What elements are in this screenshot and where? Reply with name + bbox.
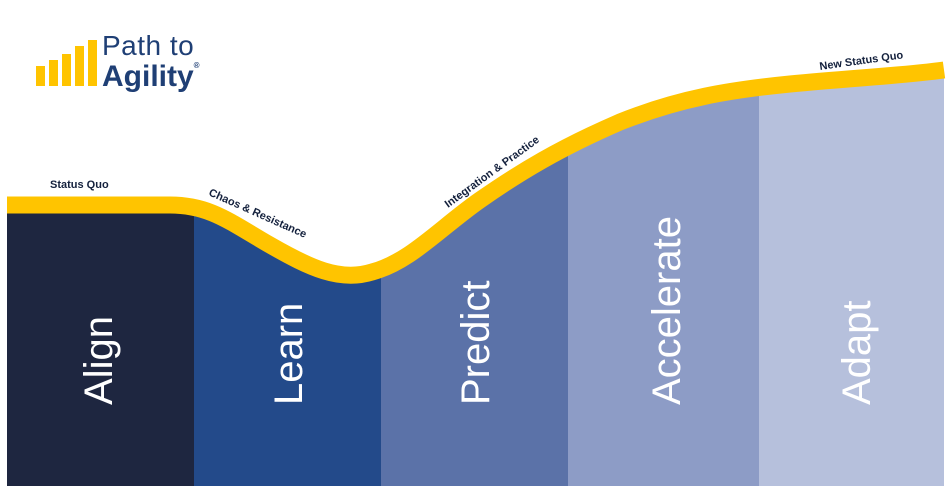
stage-label-accelerate: Accelerate bbox=[645, 216, 689, 405]
stage-label-predict: Predict bbox=[454, 281, 498, 406]
logo-line-1: Path to bbox=[102, 30, 195, 61]
logo-line-2-text: Agility bbox=[102, 60, 194, 93]
stage-column-learn bbox=[194, 70, 382, 486]
curve-label-status-quo: Status Quo bbox=[50, 179, 109, 191]
journey-curve bbox=[7, 61, 946, 284]
bar-chart-logo-icon bbox=[36, 40, 97, 86]
stage-column-align bbox=[7, 70, 195, 486]
stage-columns bbox=[7, 70, 944, 486]
stage-column-adapt bbox=[759, 70, 944, 486]
stage-label-align: Align bbox=[77, 316, 121, 405]
path-to-agility-logo: Path to Agility® bbox=[36, 32, 236, 102]
logo-line-2: Agility® bbox=[102, 62, 200, 92]
stage-column-predict bbox=[381, 70, 569, 486]
logo-registered-mark: ® bbox=[193, 61, 200, 70]
stage-label-adapt: Adapt bbox=[835, 300, 879, 405]
logo-wordmark: Path to Agility® bbox=[102, 32, 200, 92]
stage-label-learn: Learn bbox=[267, 303, 311, 405]
